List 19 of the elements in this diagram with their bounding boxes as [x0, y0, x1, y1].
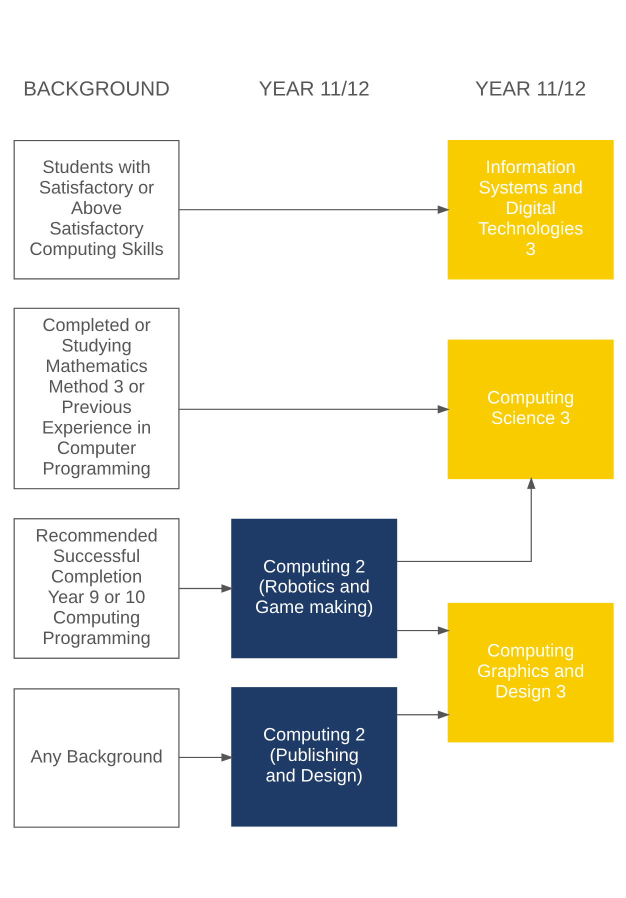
arrow: [396, 626, 450, 635]
node-box: Students with Satisfactory or Above Satisfactory Computing Skills: [14, 140, 180, 280]
node-box: Computing Graphics and Design 3: [448, 602, 614, 742]
node-box: Computing Science 3: [448, 340, 614, 480]
arrow: [179, 205, 450, 214]
arrow: [179, 753, 234, 762]
arrow: [396, 710, 450, 719]
label: BACKGROUND: [23, 78, 170, 101]
arrow: [179, 405, 450, 414]
node-box: Recommended Successful Completion Year 9 or 10 Computing Programming: [14, 518, 180, 659]
arrow: [396, 476, 536, 562]
label: YEAR 11/12: [475, 78, 586, 101]
node-box: Any Background: [14, 688, 180, 828]
label: YEAR 11/12: [258, 78, 370, 101]
arrow: [179, 584, 234, 593]
node-box: Computing 2 (Publishing and Design): [231, 687, 398, 827]
node-box: Completed or Studying Mathematics Method 3 or Previous Experience in Computer Programming: [14, 308, 180, 490]
node-box: Computing 2 (Robotics and Game making): [231, 518, 398, 658]
node-box: Information Systems and Digital Technologies 3: [448, 140, 614, 280]
